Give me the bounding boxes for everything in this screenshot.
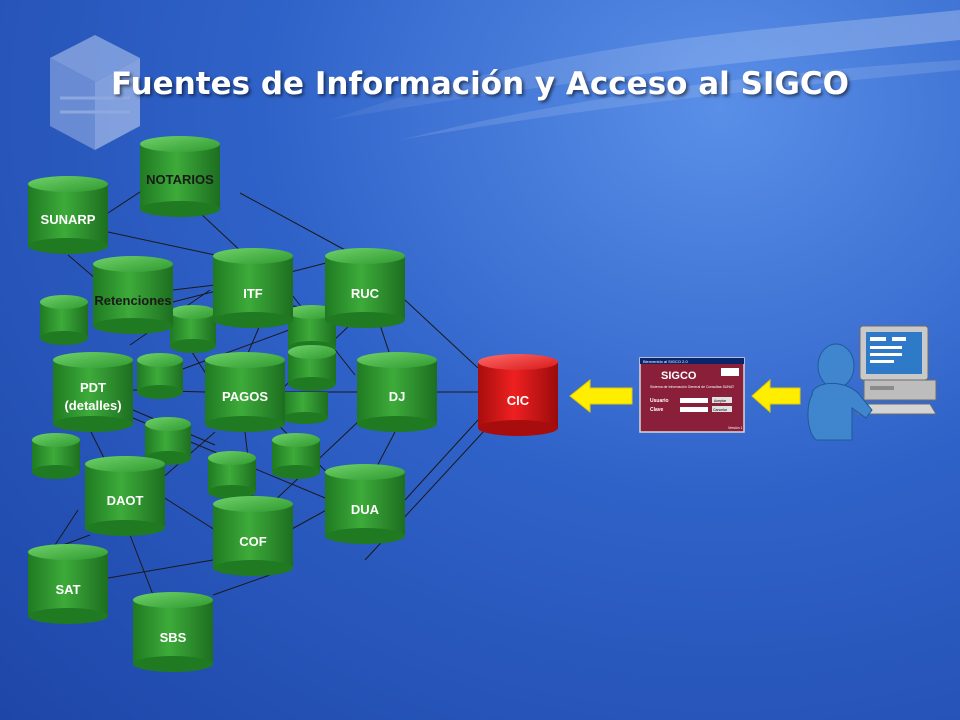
unlabeled-databases — [32, 295, 336, 499]
aceptar-label: Aceptar — [714, 399, 727, 403]
usuario-label: Usuario — [650, 398, 669, 404]
slide-title: Fuentes de Información y Acceso al SIGCO — [110, 66, 849, 102]
database-sunarp: SUNARP — [28, 176, 108, 254]
database-icon — [170, 305, 216, 353]
cancelar-button[interactable] — [712, 406, 732, 412]
database-label: Retenciones — [94, 293, 171, 308]
database-label: DUA — [351, 502, 380, 517]
database-label: ITF — [243, 286, 263, 301]
database-sublabel: (detalles) — [64, 398, 121, 413]
database-label: PAGOS — [222, 389, 268, 404]
user-at-computer-icon — [807, 325, 937, 441]
database-cic: CIC — [478, 354, 558, 436]
database-daot: DAOT — [85, 456, 165, 536]
database-label: CIC — [507, 393, 530, 408]
clave-input[interactable] — [680, 407, 708, 412]
aceptar-button[interactable] — [712, 397, 732, 403]
database-icon — [282, 392, 328, 424]
database-sat: SAT — [28, 544, 108, 624]
database-icon — [208, 451, 256, 499]
database-dua: DUA — [325, 464, 405, 544]
cancelar-label: Cancelar — [713, 408, 728, 412]
database-label: DAOT — [107, 493, 144, 508]
database-label: NOTARIOS — [146, 172, 214, 187]
database-label: SBS — [160, 630, 187, 645]
arrow-left-icon — [751, 378, 801, 414]
usuario-input[interactable] — [680, 398, 708, 403]
database-label: RUC — [351, 286, 380, 301]
sigco-login-window: Bienvenido al SIGCO 2.0 SIGCO Sistema de… — [639, 357, 745, 433]
window-subtitle: Sistema de Información General de Consul… — [650, 385, 735, 389]
cube-logo-icon — [50, 35, 140, 150]
window-title: SIGCO — [661, 370, 697, 382]
clave-label: Clave — [650, 407, 664, 413]
database-label: SAT — [55, 582, 80, 597]
database-label: DJ — [389, 389, 406, 404]
database-itf: ITF — [213, 248, 293, 328]
database-pagos: PAGOS — [205, 352, 285, 432]
database-dj: DJ — [357, 352, 437, 432]
version-label: Versión 1 — [728, 426, 743, 430]
window-titlebar: Bienvenido al SIGCO 2.0 — [643, 359, 688, 364]
database-label: SUNARP — [41, 212, 96, 227]
database-icon — [145, 417, 191, 465]
database-sbs: SBS — [133, 592, 213, 672]
database-ruc: RUC — [325, 248, 405, 328]
arrow-left-icon — [569, 378, 633, 414]
database-icon — [288, 345, 336, 391]
database-icon — [137, 353, 183, 399]
database-icon — [40, 295, 88, 345]
database-notarios: NOTARIOS — [140, 136, 220, 217]
database-icon — [32, 433, 80, 479]
database-retenciones: Retenciones — [93, 256, 173, 334]
sunat-logo — [721, 368, 739, 376]
database-label: COF — [239, 534, 267, 549]
database-cof: COF — [213, 496, 293, 576]
database-icon — [272, 433, 320, 479]
database-label: PDT — [80, 380, 106, 395]
database-pdt: PDT (detalles) — [53, 352, 133, 432]
